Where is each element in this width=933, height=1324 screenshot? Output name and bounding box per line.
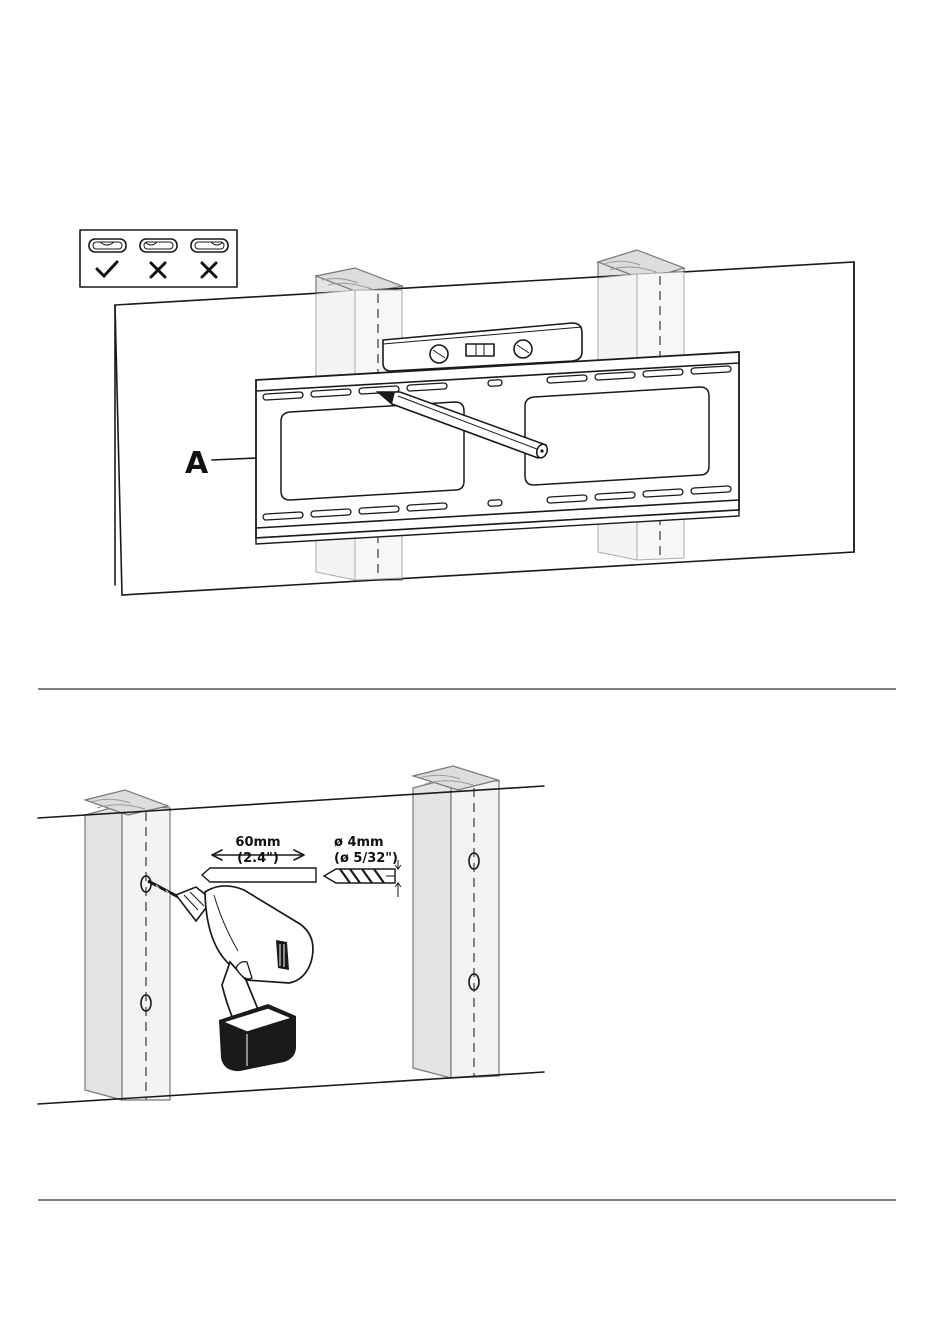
depth-metric-label: 60mm <box>235 835 280 850</box>
bracket-cutout-right <box>525 387 709 485</box>
check-icon <box>97 262 117 276</box>
step2-panel: 60mm (2.4") ø 4mm (ø 5/32") <box>38 766 544 1104</box>
level-vial-correct <box>89 239 126 252</box>
level-vial-wrong-right <box>191 239 228 252</box>
bit-imperial-label: (ø 5/32") <box>334 851 398 866</box>
wall-stud-right-2 <box>413 766 499 1078</box>
cross-icon <box>151 263 165 277</box>
label-a: A <box>185 446 209 481</box>
cross-icon <box>202 263 216 277</box>
level-legend <box>80 230 237 287</box>
depth-dimension: 60mm (2.4") <box>202 835 316 882</box>
step1-panel: A <box>80 230 854 595</box>
drill-icon <box>148 881 313 1071</box>
wall-stud-left-2 <box>85 790 170 1100</box>
bit-metric-label: ø 4mm <box>334 835 384 850</box>
level-vial-wrong-left <box>140 239 177 252</box>
drill-bit-icon: ø 4mm (ø 5/32") <box>324 835 401 897</box>
wall-plate-bracket <box>256 352 739 544</box>
depth-imperial-label: (2.4") <box>237 851 279 866</box>
